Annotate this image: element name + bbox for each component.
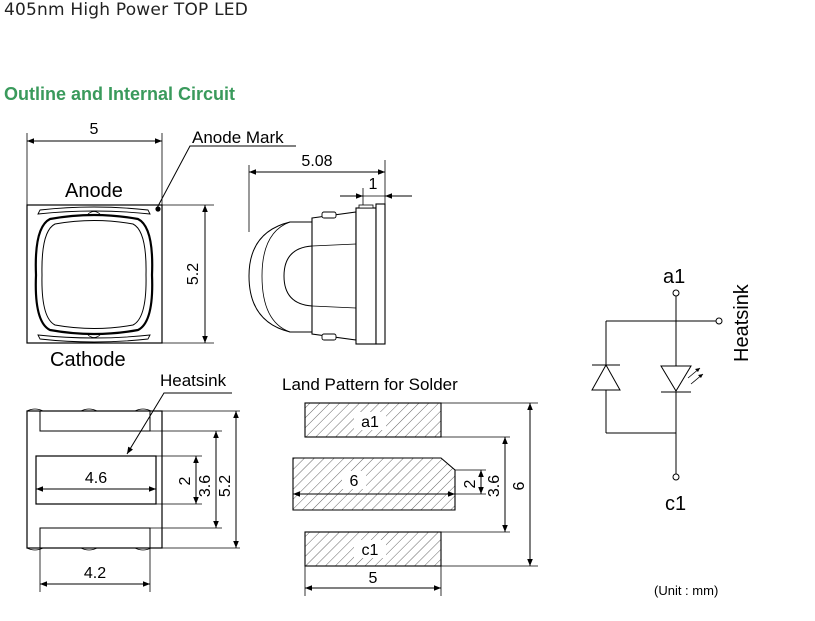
internal-circuit: a1 Heatsink c1 xyxy=(591,266,753,515)
heatsink-pad xyxy=(35,455,157,505)
land-dim-36: 3.6 xyxy=(486,475,503,497)
pad-width-dim: 4.6 xyxy=(85,470,107,487)
land-dim-6: 6 xyxy=(511,481,528,490)
pad-height-dim: 2 xyxy=(177,476,194,485)
circuit-cathode-terminal: c1 xyxy=(665,493,686,515)
anode-label: Anode xyxy=(65,180,123,202)
land-pattern-title: Land Pattern for Solder xyxy=(282,375,458,394)
outer-height-dim: 5.2 xyxy=(217,475,234,497)
land-width-dim: 5 xyxy=(369,570,378,587)
pad-a1-label: a1 xyxy=(361,414,379,431)
land-dim-2: 2 xyxy=(462,479,479,488)
unit-note: (Unit : mm) xyxy=(654,583,718,598)
land-pattern: Land Pattern for Solder a1 6 c1 2 3.6 6 … xyxy=(282,375,538,596)
top-view: 5 Anode Mark Anode Cathode 5.2 xyxy=(26,121,296,371)
top-height-dim: 5.2 xyxy=(185,263,202,285)
section-title: Outline and Internal Circuit xyxy=(4,84,236,104)
anode-mark-label: Anode Mark xyxy=(192,128,284,147)
pad-a1 xyxy=(304,402,442,438)
circuit-heatsink-label: Heatsink xyxy=(731,283,753,362)
top-package-outline xyxy=(26,204,163,344)
side-thickness-dim: 1 xyxy=(369,176,378,193)
pad-c1-label: c1 xyxy=(362,542,379,559)
document-title: 405nm High Power TOP LED xyxy=(4,0,248,20)
heatsink-label: Heatsink xyxy=(160,371,227,390)
side-length-dim: 5.08 xyxy=(301,153,332,170)
base-width-dim: 4.2 xyxy=(84,565,106,582)
side-view: 5.08 1 xyxy=(248,153,412,345)
cathode-label: Cathode xyxy=(50,349,126,371)
top-lens-outline xyxy=(34,213,154,336)
anode-mark-leader xyxy=(156,145,296,209)
top-width-dim: 5 xyxy=(90,121,99,138)
inner-height-dim: 3.6 xyxy=(197,475,214,497)
pad-center-label: 6 xyxy=(350,473,359,490)
circuit-anode-terminal: a1 xyxy=(663,266,685,288)
pad-center xyxy=(292,457,456,511)
heatsink-leader xyxy=(126,392,232,455)
bottom-view: Heatsink 4.6 2 3.6 5.2 4.2 xyxy=(26,371,240,592)
